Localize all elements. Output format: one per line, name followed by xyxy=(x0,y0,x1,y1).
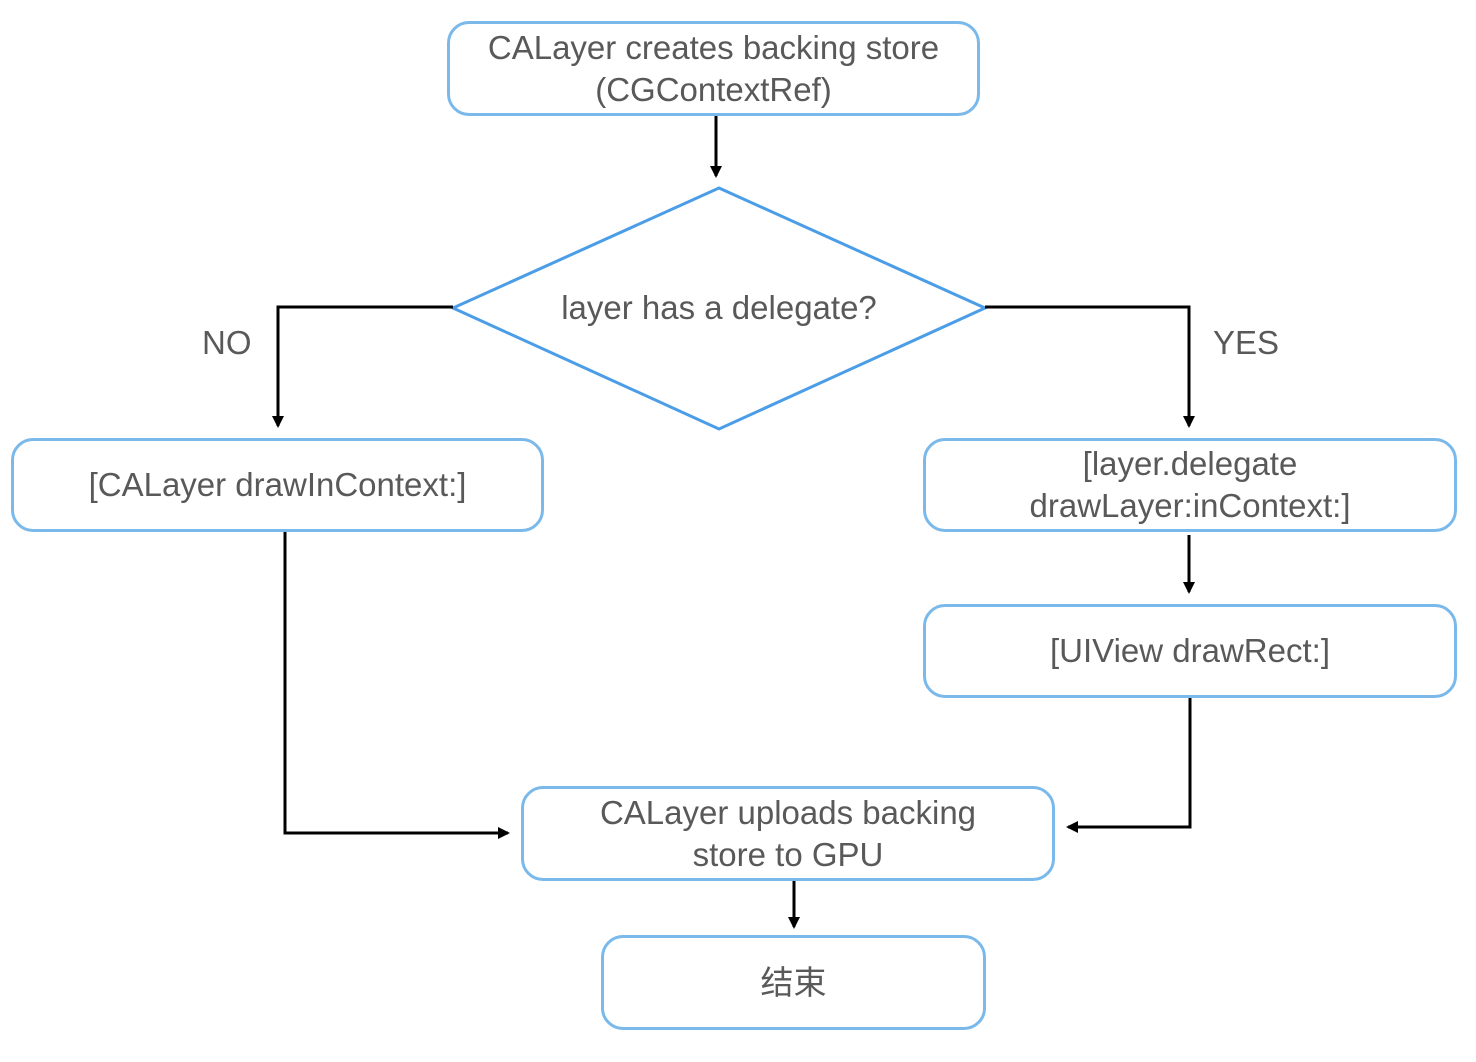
node-upload-line-1: CALayer uploads backing xyxy=(599,793,977,831)
edge-draw-in-context-to-upload xyxy=(283,531,510,839)
edge-decision-to-delegate-draw-layer xyxy=(985,305,1195,428)
node-end-line-1: 结束 xyxy=(760,963,827,1001)
node-delegate-draw-layer-line-2: drawLayer:inContext:] xyxy=(1029,487,1351,524)
decision-label: layer has a delegate? xyxy=(561,289,877,326)
edge-label-yes: YES xyxy=(1213,324,1280,361)
decision-diamond xyxy=(449,186,989,431)
node-delegate-draw-layer-line-1: [layer.delegate xyxy=(1082,445,1298,482)
node-start-line-1: CALayer creates backing store xyxy=(487,28,940,66)
edge-draw-rect-to-upload xyxy=(1066,697,1192,833)
node-start-line-2: (CGContextRef) xyxy=(595,70,832,108)
node-end: 结束 xyxy=(601,935,986,1030)
node-uiview-draw-rect: [UIView drawRect:] xyxy=(923,604,1457,698)
edge-label-no: NO xyxy=(202,324,252,361)
node-delegate-draw-layer: [layer.delegate drawLayer:inContext:] xyxy=(923,438,1457,532)
node-upload: CALayer uploads backing store to GPU xyxy=(521,786,1055,881)
edge-decision-to-draw-in-context xyxy=(272,305,453,428)
node-uiview-draw-rect-line-1: [UIView drawRect:] xyxy=(1050,632,1330,669)
node-draw-in-context: [CALayer drawInContext:] xyxy=(11,438,544,532)
node-draw-in-context-line-1: [CALayer drawInContext:] xyxy=(88,466,467,503)
node-upload-line-2: store to GPU xyxy=(692,835,884,873)
node-start: CALayer creates backing store (CGContext… xyxy=(447,21,980,116)
